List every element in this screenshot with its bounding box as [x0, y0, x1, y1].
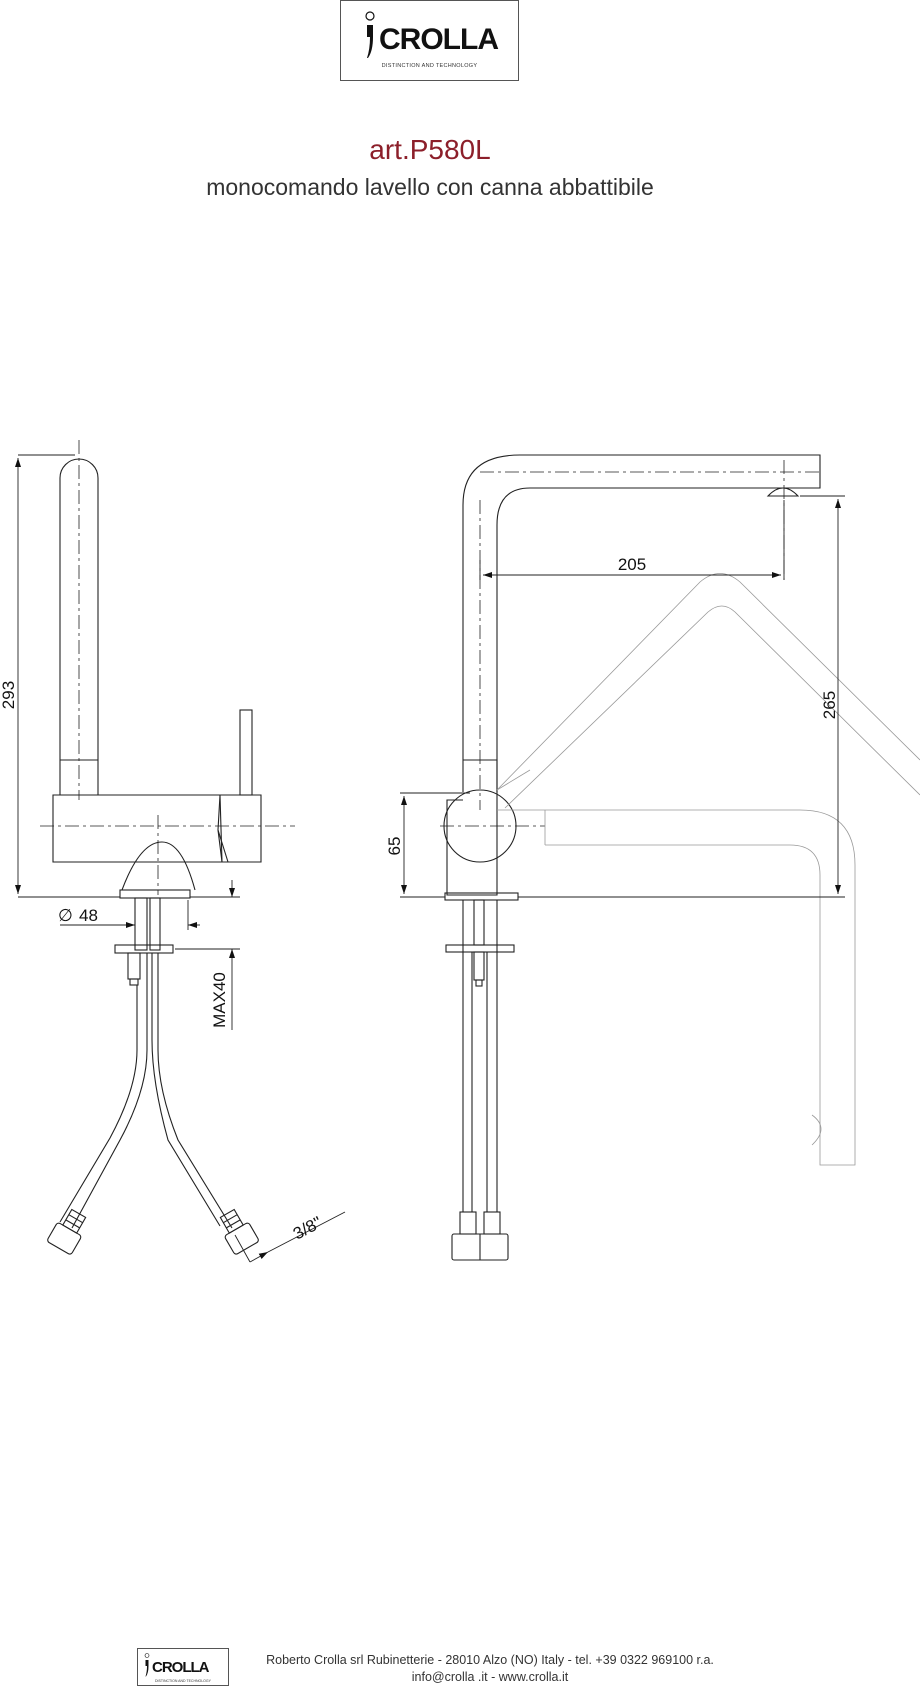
side-dimensions [15, 454, 346, 1263]
dim-diameter: 48 [79, 906, 98, 925]
dim-spout-height: 265 [820, 691, 839, 719]
dim-diameter-symbol: ∅ [58, 906, 73, 925]
dim-max-deck: MAX40 [210, 972, 229, 1028]
logo-tagline: DISTINCTION AND TECHNOLOGY [381, 63, 478, 69]
footer-logo-frame: CROLLA DISTINCTION AND TECHNOLOGY [137, 1648, 229, 1686]
dim-height-total: 293 [0, 681, 18, 709]
front-view [440, 454, 821, 1261]
footer-logo-tagline: DISTINCTION AND TECHNOLOGY [155, 1679, 211, 1683]
footer-logo-wordmark: CROLLA [152, 1659, 209, 1676]
dim-spout-reach: 205 [618, 555, 646, 574]
front-dimensions [400, 495, 845, 898]
logo-wordmark: CROLLA [379, 23, 499, 56]
article-code: art.P580L [369, 134, 491, 165]
dim-thread: 3/8" [290, 1213, 325, 1244]
front-view-alt-positions [496, 573, 920, 1166]
company-footer: Roberto Crolla srl Rubinetterie - 28010 … [240, 1652, 740, 1686]
dim-body-height: 65 [385, 837, 404, 856]
brand-logo: CROLLA DISTINCTION AND TECHNOLOGY [340, 0, 519, 81]
footer-address: Roberto Crolla srl Rubinetterie - 28010 … [266, 1653, 714, 1667]
product-description: monocomando lavello con canna abbattibil… [206, 174, 654, 200]
side-view [40, 440, 295, 1255]
footer-logo-i-icon [144, 1653, 150, 1677]
logo-i-icon [365, 11, 375, 58]
footer-contacts: info@crolla .it - www.crolla.it [411, 1670, 569, 1684]
